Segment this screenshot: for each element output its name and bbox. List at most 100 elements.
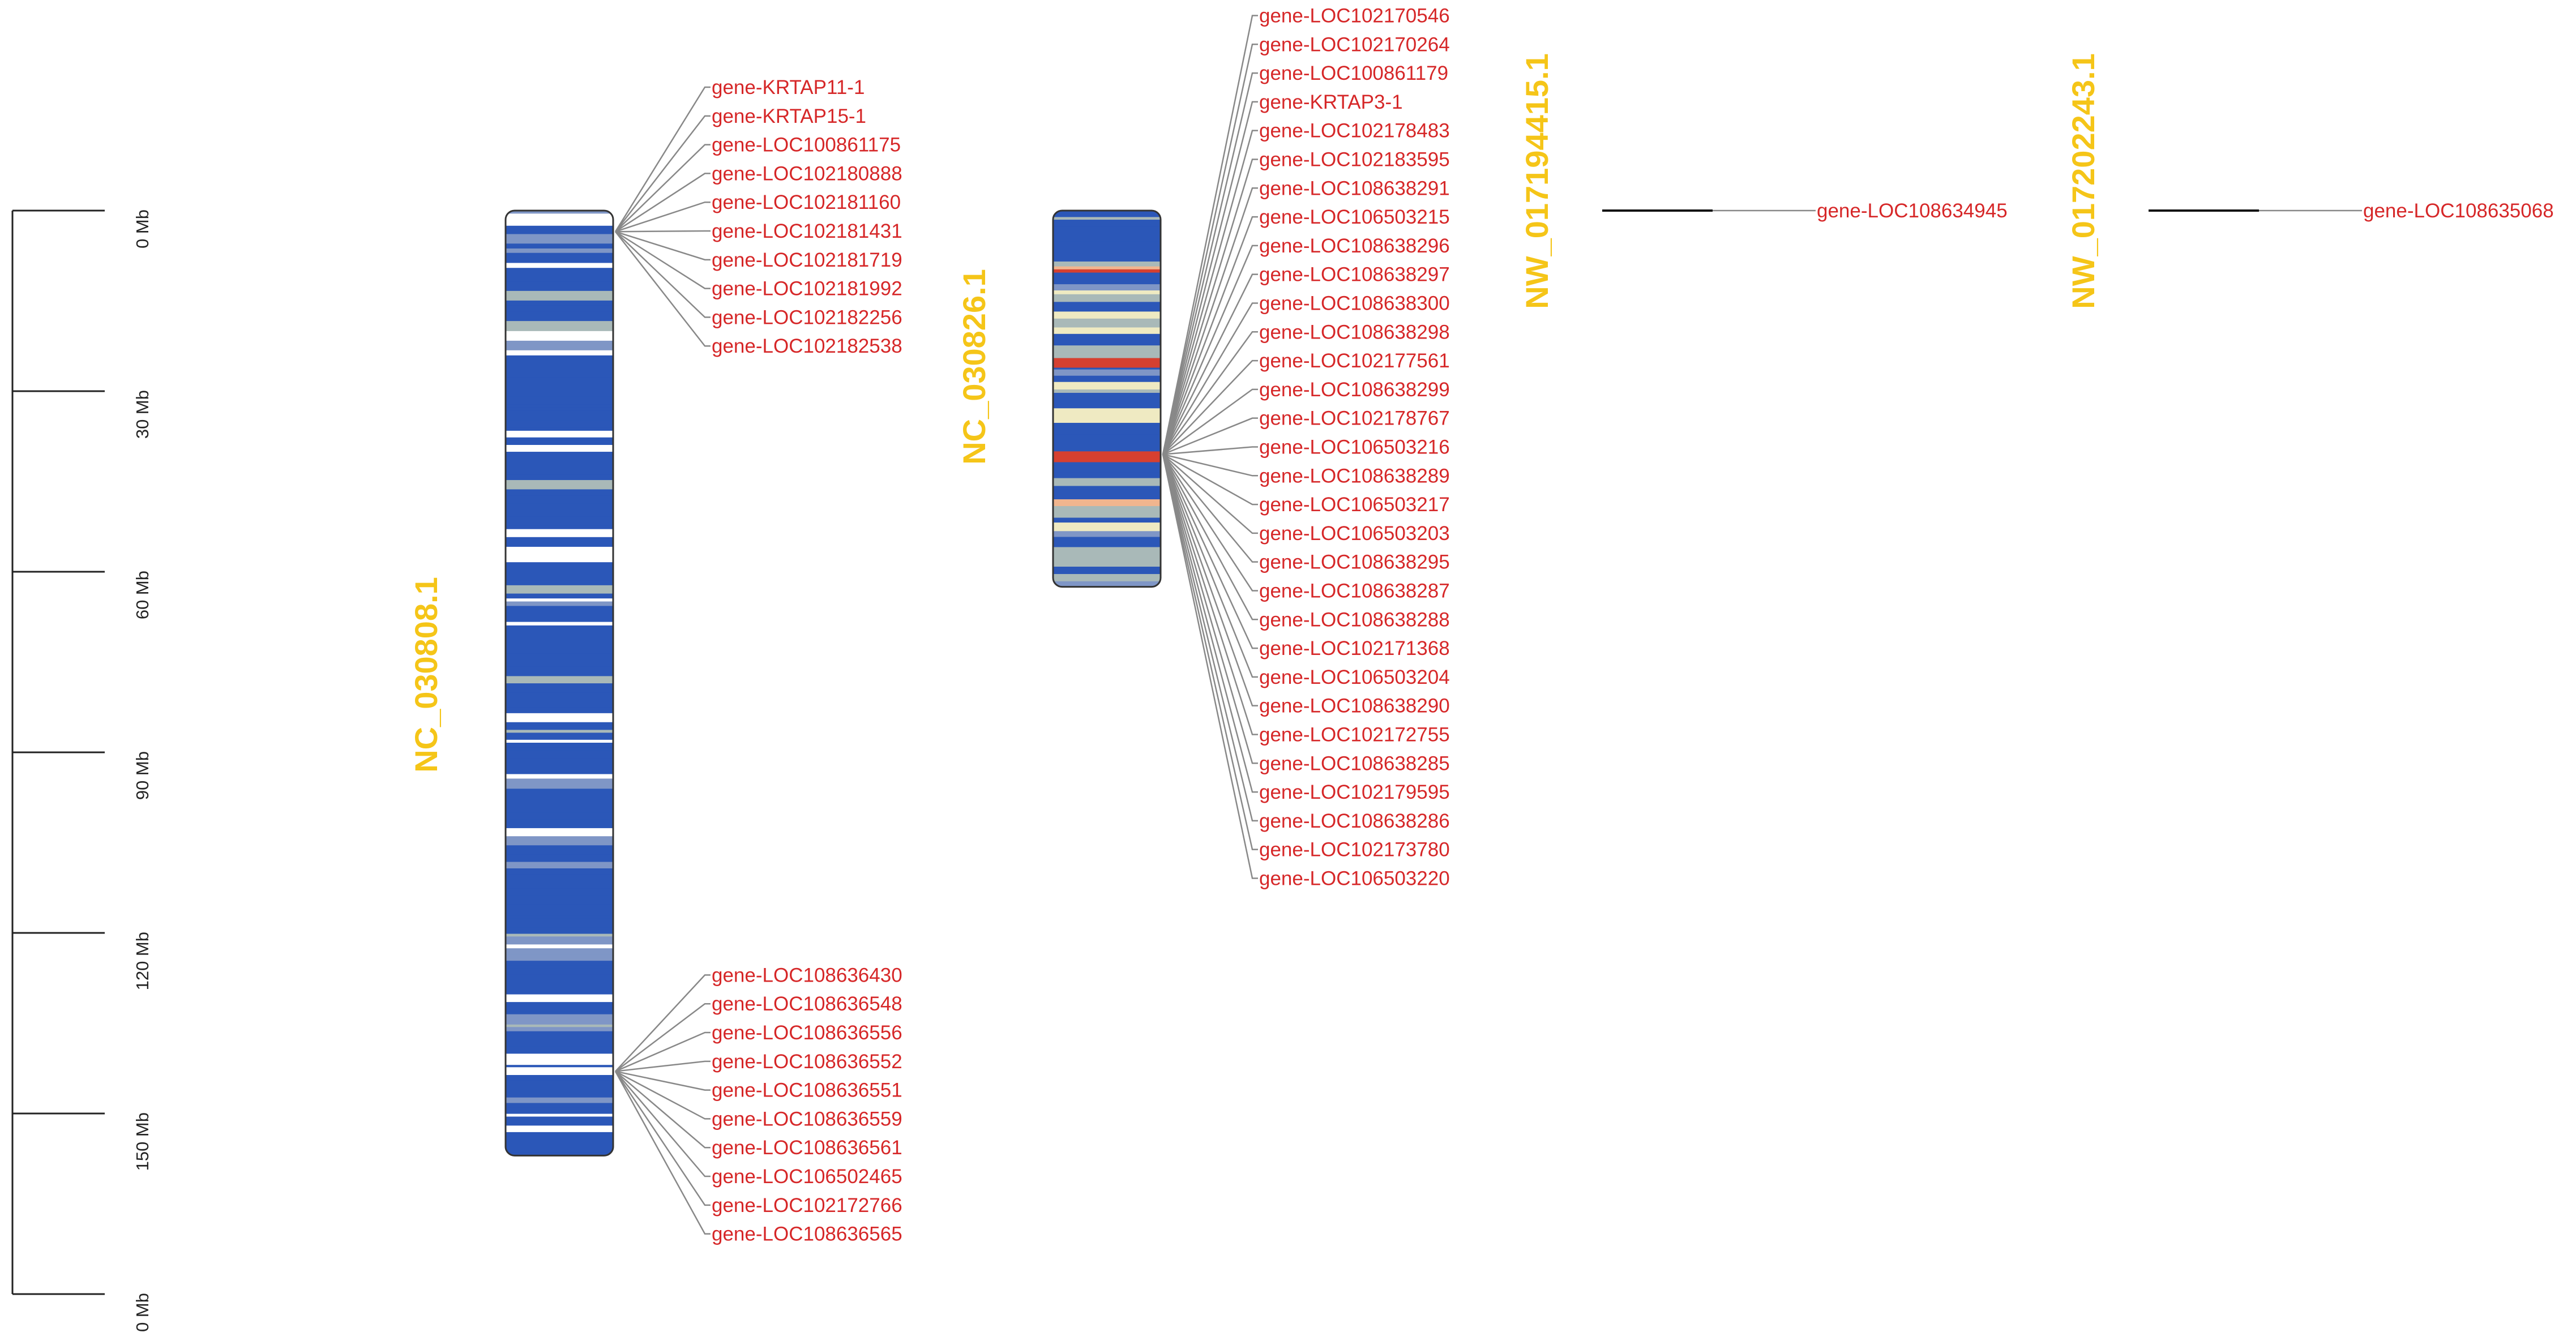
density-band <box>506 625 613 636</box>
density-band <box>506 879 613 889</box>
gene-connector <box>615 1070 711 1120</box>
density-band <box>506 554 613 563</box>
density-band <box>506 944 613 949</box>
gene-connector <box>615 1003 711 1072</box>
density-band <box>1053 369 1161 376</box>
density-band <box>506 1143 613 1153</box>
gene-connector <box>1162 15 1258 455</box>
gene-connector <box>1162 130 1258 455</box>
gene-label: gene-LOC102181992 <box>712 278 902 300</box>
density-band <box>506 845 613 855</box>
gene-label: gene-LOC102181160 <box>712 191 901 213</box>
density-band <box>506 401 613 405</box>
gene-label: gene-LOC102177561 <box>1259 350 1450 372</box>
gene-label: gene-LOC102182256 <box>712 306 902 328</box>
density-band <box>506 430 613 438</box>
density-band <box>506 300 613 306</box>
density-band <box>506 252 613 264</box>
density-band <box>506 725 613 730</box>
density-band <box>1053 294 1161 302</box>
gene-connector <box>1162 388 1258 455</box>
gene-connector <box>615 230 711 233</box>
density-band <box>506 1037 613 1047</box>
gene-label: gene-LOC108638286 <box>1259 810 1450 832</box>
chromosome-bands <box>506 211 613 1156</box>
gene-label: gene-LOC108638297 <box>1259 264 1450 286</box>
gene-connector <box>1162 454 1258 735</box>
density-band <box>506 420 613 429</box>
chrom-nc-030826: NC_030826.1 <box>956 209 1162 588</box>
density-band <box>506 1053 613 1058</box>
gene-label: gene-LOC102173780 <box>1259 839 1450 861</box>
gene-connector <box>614 1070 711 1206</box>
density-band <box>1053 531 1161 538</box>
gene-connector <box>614 86 711 232</box>
gene-label: gene-LOC108636552 <box>712 1051 902 1073</box>
density-band <box>1053 545 1161 548</box>
gene-connector <box>1162 359 1258 455</box>
density-band <box>506 1046 613 1054</box>
density-band <box>506 1075 613 1081</box>
density-band <box>506 1138 613 1141</box>
density-band <box>506 391 613 397</box>
density-band <box>506 404 613 408</box>
density-band <box>506 961 613 966</box>
axis-tick-label: 30 Mb <box>132 390 152 439</box>
gene-connector <box>1162 454 1258 793</box>
density-band <box>506 225 613 235</box>
gene-label: gene-LOC108635068 <box>2363 200 2554 222</box>
gene-label: gene-LOC108638298 <box>1259 321 1450 343</box>
density-band <box>1053 425 1161 429</box>
density-band <box>506 774 613 779</box>
density-band <box>506 410 613 421</box>
gene-connector <box>1162 44 1258 455</box>
density-band <box>506 1125 613 1133</box>
density-band <box>506 367 613 378</box>
density-band <box>506 965 613 969</box>
gene-label: gene-LOC106503215 <box>1259 206 1450 228</box>
density-band <box>506 658 613 667</box>
density-band <box>506 606 613 609</box>
density-band <box>1053 392 1161 403</box>
density-band <box>1053 434 1161 439</box>
gene-connector <box>1162 216 1258 455</box>
density-band <box>506 377 613 384</box>
density-band <box>506 489 613 496</box>
axis-tick-label: 120 Mb <box>132 932 152 990</box>
density-band <box>506 713 613 723</box>
density-band <box>1053 382 1161 390</box>
gene-label: gene-LOC102171368 <box>1259 637 1450 659</box>
gene-connector <box>615 144 711 233</box>
density-band <box>1053 340 1161 346</box>
density-band <box>506 452 613 460</box>
density-band <box>506 593 613 599</box>
density-band <box>506 598 613 602</box>
density-band <box>1053 515 1161 519</box>
density-band <box>506 676 613 684</box>
gene-connector <box>1162 187 1258 455</box>
gene-label: gene-LOC106502465 <box>712 1166 902 1188</box>
gene-connector <box>615 1031 711 1072</box>
density-band <box>1053 465 1161 473</box>
chromosome-outline <box>504 209 614 1157</box>
gene-label: gene-LOC102172755 <box>1259 723 1450 746</box>
gene-label: gene-LOC108638288 <box>1259 609 1450 631</box>
density-band <box>506 601 613 606</box>
gene-connector <box>615 231 711 261</box>
density-band <box>506 936 613 945</box>
gene-connector <box>1162 454 1258 764</box>
density-band <box>506 758 613 765</box>
density-band <box>506 290 613 301</box>
density-band <box>506 1132 613 1139</box>
density-band <box>506 1089 613 1098</box>
density-band <box>1053 241 1161 252</box>
density-band <box>506 862 613 869</box>
density-band <box>506 465 613 475</box>
density-band <box>506 644 613 654</box>
chromosome-label: NC_030808.1 <box>408 577 444 773</box>
density-band <box>506 1116 613 1126</box>
density-band <box>506 585 613 594</box>
density-band <box>506 525 613 530</box>
